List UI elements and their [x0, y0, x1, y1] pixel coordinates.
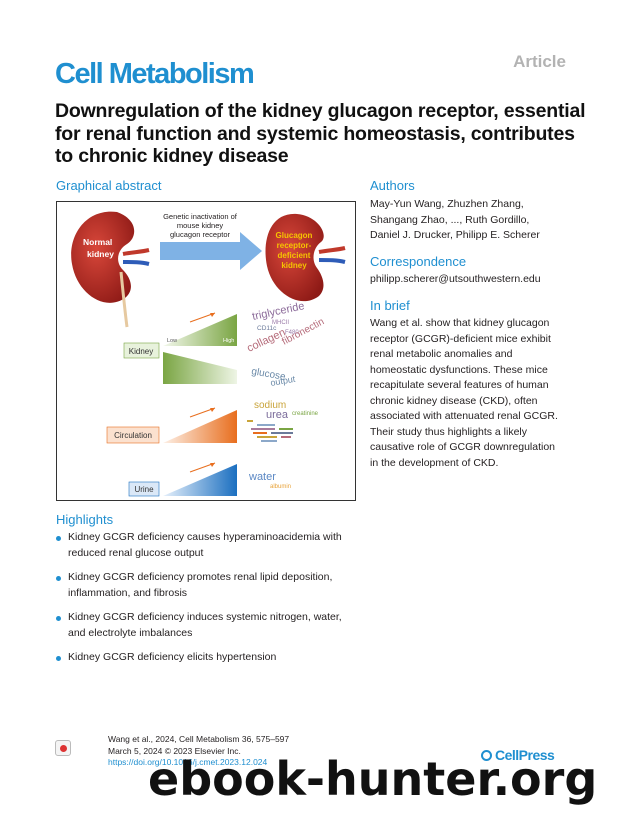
bullet-icon	[56, 656, 61, 661]
low-label: Low	[167, 338, 177, 344]
word-mhcii: MHCII	[272, 320, 289, 326]
in-brief-line: renal metabolic anomalies and	[370, 348, 513, 360]
deficient-label-2: receptor-	[277, 241, 312, 250]
arrow-text-3: glucagon receptor	[170, 230, 231, 239]
highlight-item: Kidney GCGR deficiency causes hyperamino…	[56, 530, 356, 561]
graphical-abstract-figure: Normal kidney Genetic inactivation of mo…	[71, 211, 346, 497]
graphical-abstract: Normal kidney Genetic inactivation of mo…	[56, 201, 356, 501]
normal-kidney-label-1: Normal	[83, 237, 112, 247]
in-brief-heading: In brief	[370, 298, 410, 313]
correspondence-email[interactable]: philipp.scherer@utsouthwestern.edu	[370, 273, 541, 285]
authors-line-1: May-Yun Wang, Zhuzhen Zhang,	[370, 198, 524, 210]
bullet-icon	[56, 616, 61, 621]
word-cd11c: CD11c	[257, 325, 277, 332]
circulation-wedge	[163, 410, 237, 443]
word-output: output	[270, 374, 297, 388]
in-brief-line: receptor (GCGR)-deficient mice exhibit	[370, 332, 551, 345]
circulation-box-label: Circulation	[114, 431, 152, 440]
highlights-list: Kidney GCGR deficiency causes hyperamino…	[56, 530, 356, 675]
deficient-kidney-icon	[265, 213, 346, 302]
correspondence-heading: Correspondence	[370, 254, 467, 269]
in-brief-line: causative role of GCGR downregulation	[370, 441, 556, 453]
highlight-line: inflammation, and fibrosis	[68, 586, 188, 599]
urine-box-label: Urine	[134, 485, 154, 494]
citation-line-1: Wang et al., 2024, Cell Metabolism 36, 5…	[108, 734, 290, 744]
circulation-box	[106, 426, 160, 444]
citation-line-2: March 5, 2024 © 2023 Elsevier Inc.	[108, 745, 241, 756]
highlight-item: Kidney GCGR deficiency promotes renal li…	[56, 570, 356, 601]
article-type-label: Article	[513, 52, 566, 71]
urine-wedge	[163, 464, 237, 496]
highlight-line: reduced renal glucose output	[68, 546, 204, 559]
citation-block: Wang et al., 2024, Cell Metabolism 36, 5…	[108, 734, 289, 769]
publisher-name: CellPress	[495, 747, 555, 763]
authors-line-3: Daniel J. Drucker, Philipp E. Scherer	[370, 229, 540, 241]
word-creatinine: creatinine	[292, 411, 319, 417]
article-title: Downregulation of the kidney glucagon re…	[55, 100, 586, 167]
bullet-icon	[56, 536, 61, 541]
check-for-updates-icon[interactable]	[55, 740, 71, 756]
in-brief-line: chronic kidney disease (CKD), often	[370, 394, 538, 407]
in-brief-line: in the development of CKD.	[370, 456, 499, 469]
in-brief-line: recapitulate several features of human	[370, 379, 549, 391]
word-albumin: albumin	[270, 484, 291, 490]
in-brief-line: Their study thus highlights a likely	[370, 425, 527, 438]
in-brief-line: Wang et al. show that kidney glucagon	[370, 317, 550, 329]
authors-line-2: Shangang Zhao, ..., Ruth Gordillo,	[370, 213, 530, 226]
urine-box	[128, 481, 160, 497]
publisher-logo: CellPress	[481, 747, 555, 763]
word-sodium: sodium	[254, 400, 286, 411]
watermark-text: ebook-hunter.org	[148, 752, 598, 806]
graphical-abstract-heading: Graphical abstract	[56, 178, 162, 193]
kidney-box-label: Kidney	[129, 347, 153, 356]
in-brief-text: Wang et al. show that kidney glucagon re…	[370, 316, 590, 471]
bullet-icon	[56, 576, 61, 581]
arrow-text-2: mouse kidney	[177, 221, 224, 230]
arrow-text-1: Genetic inactivation of	[163, 212, 238, 221]
word-water: water	[248, 471, 276, 483]
highlight-item: Kidney GCGR deficiency elicits hypertens…	[56, 650, 356, 666]
word-f480: F480	[285, 330, 299, 336]
authors-heading: Authors	[370, 178, 415, 193]
doi-link[interactable]: https://doi.org/10.1016/j.cmet.2023.12.0…	[108, 757, 268, 767]
highlight-line: Kidney GCGR deficiency promotes renal li…	[68, 571, 333, 583]
journal-name: Cell Metabolism	[55, 58, 255, 90]
inactivation-arrow-icon	[160, 232, 262, 270]
highlights-heading: Highlights	[56, 512, 114, 527]
kidney-increase-wedge	[163, 314, 237, 346]
deficient-label-1: Glucagon	[276, 231, 313, 240]
circulation-word-cloud	[247, 420, 293, 442]
highlight-line: Kidney GCGR deficiency causes hyperamino…	[68, 531, 342, 543]
in-brief-line: homeostatic dysfunctions. These mice	[370, 363, 548, 376]
in-brief-line: associated with attenuated renal GCGR.	[370, 410, 558, 422]
highlight-line: Kidney GCGR deficiency elicits hypertens…	[68, 651, 277, 663]
highlight-line: and electrolyte imbalances	[68, 626, 193, 639]
highlight-item: Kidney GCGR deficiency induces systemic …	[56, 610, 356, 641]
word-urea: urea	[266, 409, 289, 421]
high-label: High	[223, 338, 234, 344]
normal-kidney-label-2: kidney	[87, 249, 114, 259]
kidney-decrease-wedge	[163, 352, 237, 384]
cellpress-mark-icon	[481, 750, 492, 761]
deficient-label-4: kidney	[281, 261, 307, 270]
kidney-box	[123, 342, 160, 359]
normal-kidney-icon	[71, 211, 150, 328]
deficient-label-3: deficient	[278, 251, 311, 260]
authors-list: May-Yun Wang, Zhuzhen Zhang, Shangang Zh…	[370, 197, 590, 244]
highlight-line: Kidney GCGR deficiency induces systemic …	[68, 611, 342, 623]
